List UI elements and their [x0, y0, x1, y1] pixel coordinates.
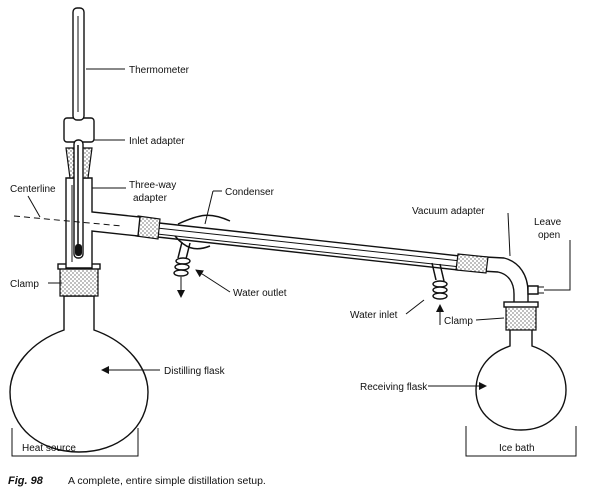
figure-number: Fig. 98 [8, 475, 44, 487]
water-inlet-hose [432, 280, 448, 300]
inlet-adapter-label: Inlet adapter [129, 136, 185, 147]
inlet-adapter [63, 117, 95, 143]
condenser [119, 214, 471, 282]
distilling-flask-label: Distilling flask [164, 366, 226, 377]
vacuum-adapter-label: Vacuum adapter [412, 206, 485, 217]
right-clamp [505, 305, 537, 331]
centerline-label: Centerline [10, 184, 56, 195]
receiving-flask-label: Receiving flask [360, 382, 428, 393]
thermometer-label: Thermometer [129, 65, 190, 76]
centerline-leader [27, 195, 41, 218]
receiving-flask [475, 313, 567, 431]
left-clamp-label: Clamp [10, 279, 39, 290]
condenser-label: Condenser [225, 187, 275, 198]
water-outlet-hose [173, 257, 191, 277]
distilling-flask [9, 295, 149, 453]
right-clamp-leader [475, 317, 505, 321]
water-outlet-leader [195, 269, 231, 293]
three-way-adapter [65, 177, 141, 269]
water-outlet-label: Water outlet [233, 288, 287, 299]
vacuum-adapter-joint [455, 253, 489, 274]
heat-source-label: Heat source [22, 443, 76, 454]
left-clamp [59, 267, 99, 297]
ice-bath [465, 426, 577, 457]
right-clamp-label: Clamp [444, 316, 473, 327]
figure-caption: A complete, entire simple distillation s… [68, 475, 266, 487]
vacuum-adapter-leader [507, 212, 511, 257]
water-inlet-leader [405, 299, 425, 315]
thermometer-bulb [75, 244, 82, 256]
centerline-dash [13, 215, 123, 227]
thermometer [72, 7, 85, 259]
three-way-adapter-label-1: Three-way [129, 180, 176, 191]
ice-bath-label: Ice bath [499, 443, 535, 454]
right-clamp-ring [503, 301, 539, 308]
water-inlet-label: Water inlet [350, 310, 398, 321]
heat-source [11, 428, 139, 457]
condenser-leader-2 [204, 190, 214, 225]
leave-open-leader [544, 240, 571, 291]
leave-open-label-2: open [538, 230, 560, 241]
leave-open-label-1: Leave [534, 217, 562, 228]
three-way-adapter-label-2: adapter [133, 193, 168, 204]
